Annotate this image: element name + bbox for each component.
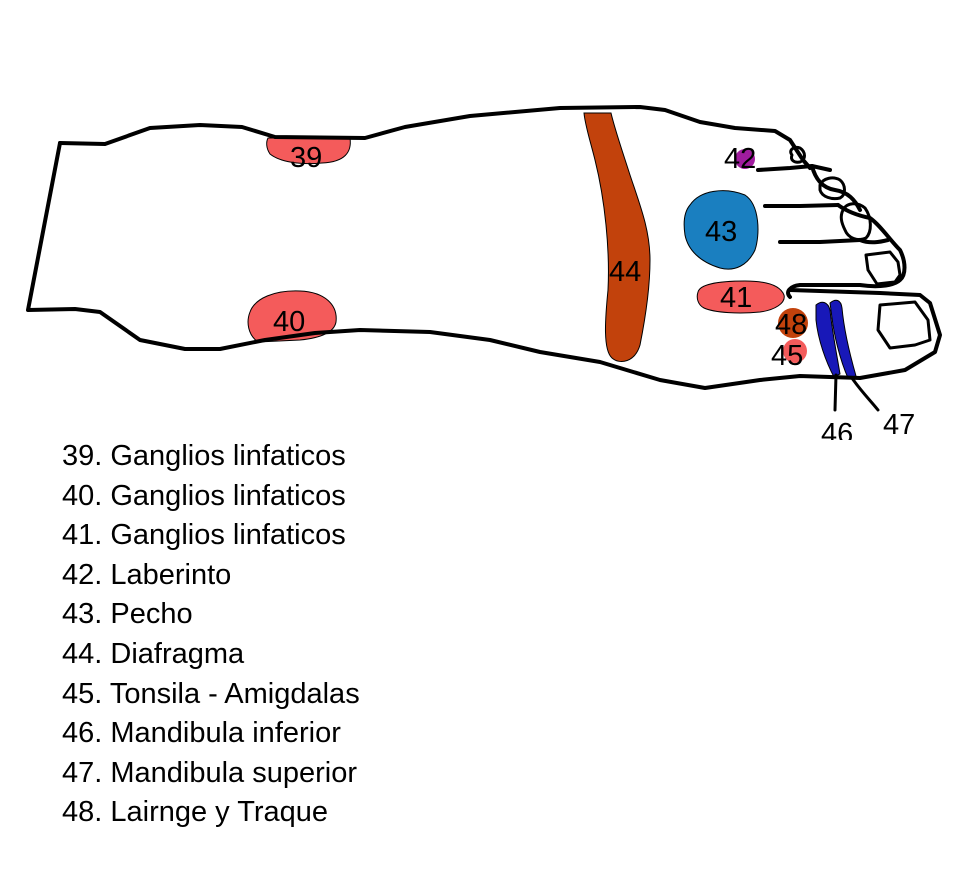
legend-item: 41. Ganglios linfaticos: [62, 519, 346, 552]
legend-item: 39. Ganglios linfaticos: [62, 440, 346, 472]
legend-item: 42. Laberinto: [62, 558, 232, 591]
legend-item: 47. Mandibula superior: [62, 756, 358, 789]
zone-43-shape: [683, 190, 759, 270]
zone-44-label: 44: [609, 256, 641, 288]
zone-47-shape: [829, 299, 857, 379]
zone-42-label: 42: [724, 143, 756, 175]
legend-item: 45. Tonsila - Amigdalas: [62, 677, 360, 710]
zone-47-label: 47: [883, 409, 915, 440]
zone-46-shape: [815, 301, 841, 378]
zone-48-shape: [778, 308, 808, 338]
zone-40-shape: [247, 290, 337, 343]
zone-39-shape: [266, 137, 351, 165]
zone-41-label: 41: [720, 282, 752, 314]
legend-item: 43. Pecho: [62, 598, 193, 631]
foot-outline: [26, 105, 942, 412]
zone-41-shape: [696, 280, 785, 314]
zone-39-label: 39: [290, 142, 322, 174]
zone-43-label: 43: [705, 216, 737, 248]
zone-40-label: 40: [273, 306, 305, 338]
zone-46-label: 46: [821, 418, 853, 440]
legend-item: 40. Ganglios linfaticos: [62, 479, 346, 512]
legend-list: 39. Ganglios linfaticos 40. Ganglios lin…: [62, 437, 360, 833]
legend-item: 48. Lairnge y Traque: [62, 796, 329, 829]
legend-item: 46. Mandibula inferior: [62, 717, 341, 750]
foot-reflexology-diagram: 39 40 44 43 41 42 48 45 46 47: [26, 105, 942, 440]
legend-item: 44. Diafragma: [62, 637, 245, 670]
zone-48-label: 48: [775, 309, 807, 341]
zone-42-shape: [735, 149, 755, 169]
zone-45-label: 45: [771, 340, 803, 372]
zone-44-shape: [583, 112, 651, 362]
zone-45-shape: [783, 339, 807, 363]
